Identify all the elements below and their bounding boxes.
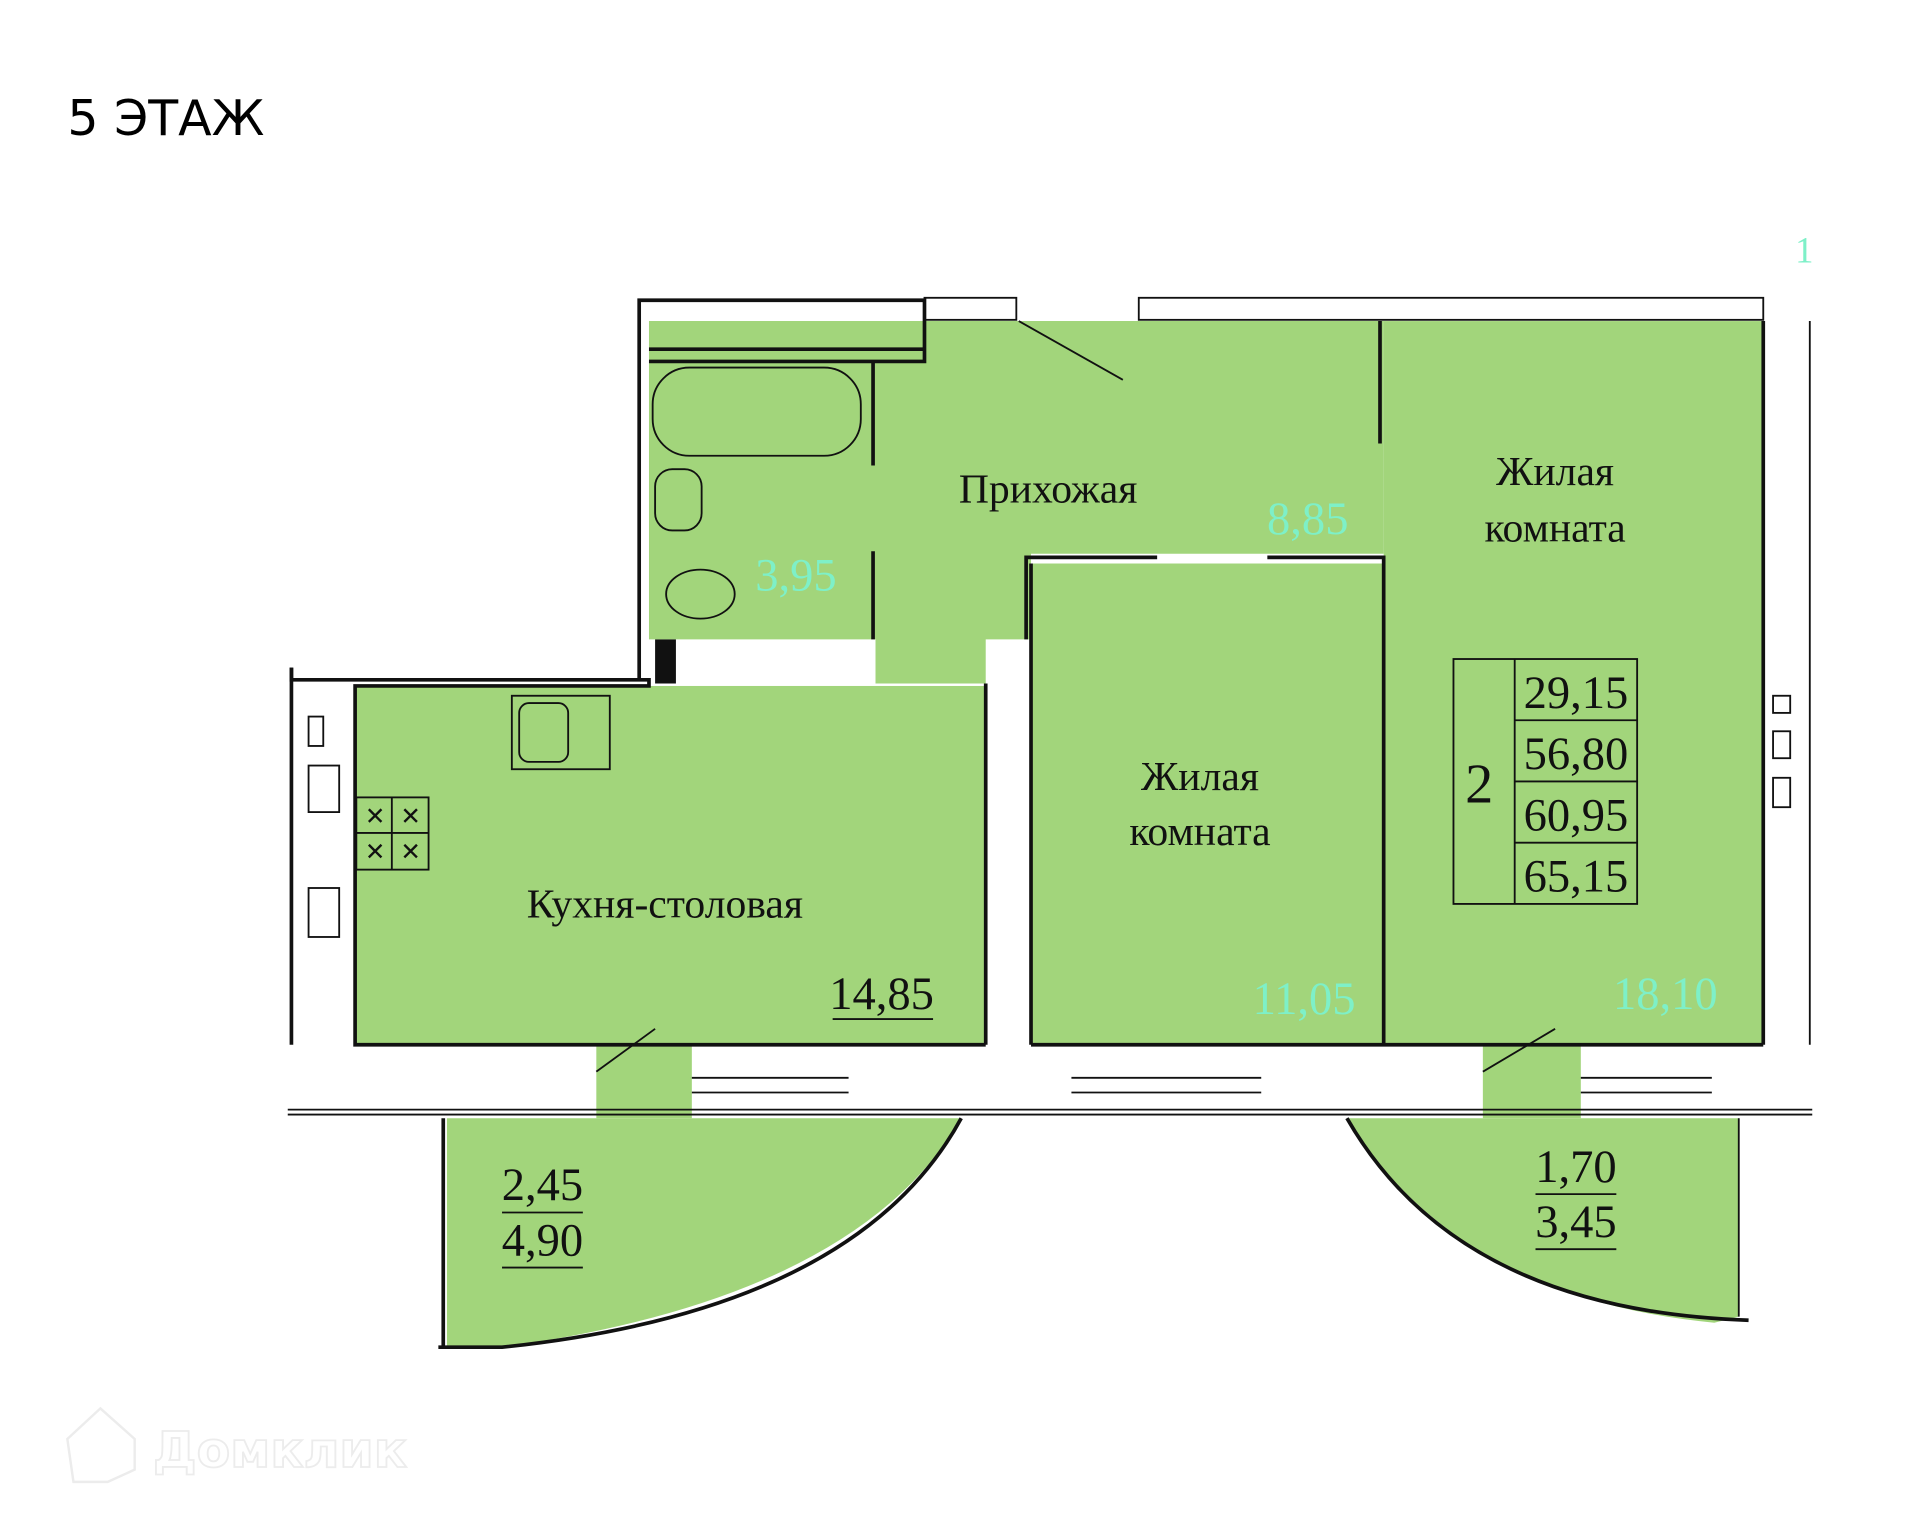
svg-text:✕: ✕ [365,803,386,830]
left-balcony-fill [446,1118,962,1348]
room-fills [355,321,1764,1348]
left-balcony-area-top: 2,45 [502,1160,583,1211]
hallway-bathroom-fill [648,321,1384,684]
domclick-logo-icon [66,1406,136,1484]
right-balcony-area-top: 1,70 [1535,1142,1616,1193]
small-living-room-fill [1031,563,1384,1045]
summary-value: 56,80 [1524,729,1629,780]
large-living-room-name-2: комната [1484,505,1625,551]
svg-text:✕: ✕ [400,839,421,866]
kitchen-fill [355,685,986,1045]
stove-icon: ✕ ✕ ✕ ✕ [355,796,430,871]
living-door-fill [1482,1044,1581,1119]
left-balcony-area-bottom: 4,90 [502,1215,583,1266]
hallway-area: 8,85 [1267,494,1348,545]
bathroom-area: 3,95 [755,550,836,601]
large-living-room-fill [1383,321,1764,1045]
right-balcony-area-bottom: 3,45 [1535,1197,1616,1248]
sink-icon [510,694,611,771]
right-balcony-fill [1346,1118,1739,1323]
walls [287,296,1813,1350]
small-living-room-name-2: комната [1129,809,1270,855]
small-living-room-name-1: Жилая [1141,754,1259,800]
radiator-icon [307,715,325,747]
washbasin-icon [654,468,703,532]
watermark-text: Домклик [153,1422,407,1479]
summary-value: 29,15 [1524,668,1629,719]
summary-value: 65,15 [1524,852,1629,903]
large-living-room-area: 18,10 [1613,969,1718,1020]
summary-value: 60,95 [1524,790,1629,841]
toilet-icon [665,568,736,620]
watermark: Домклик [66,1406,408,1484]
corner-mark: 1 [1795,229,1813,270]
floor-label: 5 ЭТАЖ [67,90,264,147]
kitchen-area: 14,85 [829,969,934,1020]
svg-text:✕: ✕ [400,803,421,830]
kitchen-door-fill [596,1044,692,1119]
bathtub-icon [651,366,862,457]
rooms-count: 2 [1465,753,1493,815]
small-living-room-area: 11,05 [1253,974,1356,1025]
summary-table: 2 29,15 56,80 60,95 65,15 [1452,658,1639,905]
large-living-room-name-1: Жилая [1496,449,1614,495]
fixtures: ✕ ✕ ✕ ✕ [307,366,1792,938]
kitchen-name: Кухня-столовая [527,881,803,927]
hallway-name: Прихожая [959,466,1138,512]
svg-text:✕: ✕ [365,839,386,866]
